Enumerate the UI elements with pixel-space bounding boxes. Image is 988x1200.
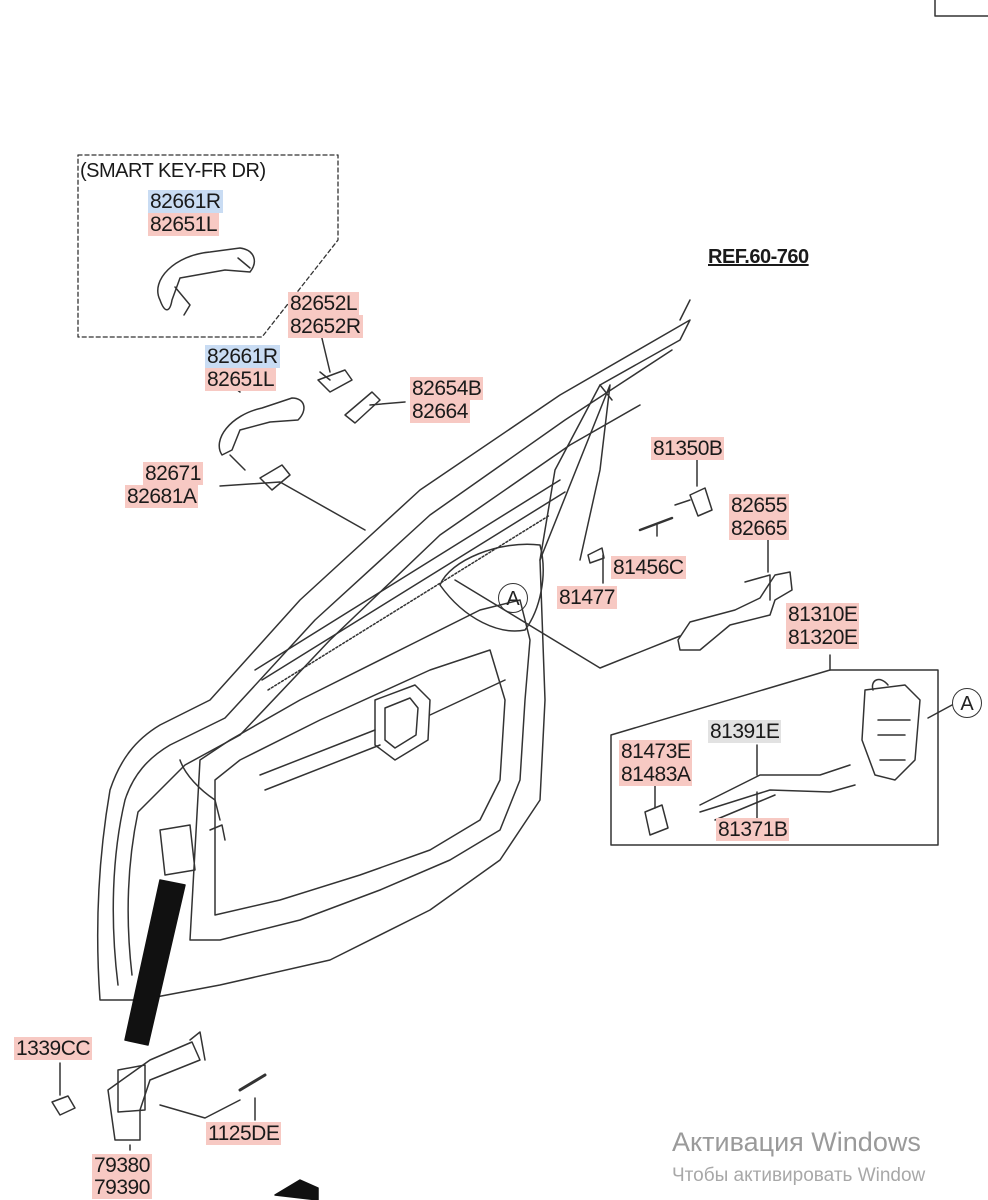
part-82655: 82655: [729, 494, 789, 517]
smart-key-box-title: (SMART KEY-FR DR): [80, 160, 266, 182]
detail-box-outline: [610, 669, 939, 846]
detail-marker-box: A: [952, 688, 982, 718]
door-handle: [218, 397, 305, 456]
part-82661R: 82661R: [205, 345, 280, 368]
activation-watermark-title: Активация Windows: [672, 1127, 921, 1157]
part-82661R-smart: 82661R: [148, 190, 223, 213]
outside-handle: [677, 571, 793, 651]
part-82652R: 82652R: [288, 315, 363, 338]
part-1339CC: 1339CC: [14, 1037, 93, 1060]
part-81477: 81477: [557, 586, 617, 609]
part-1125DE: 1125DE: [206, 1122, 282, 1145]
part-82651L: 82651L: [205, 368, 277, 391]
part-81310E: 81310E: [786, 603, 860, 626]
door-frame: [96, 319, 691, 1001]
part-79380: 79380: [92, 1154, 152, 1177]
smart-key-box-outline: [77, 154, 339, 338]
part-81473E: 81473E: [619, 740, 693, 763]
part-79390: 79390: [92, 1176, 152, 1199]
part-81350B: 81350B: [651, 437, 725, 460]
part-82671: 82671: [143, 462, 203, 485]
door-latch: [861, 684, 921, 781]
part-82664: 82664: [410, 400, 470, 423]
activation-watermark-subtitle: Чтобы активировать Window: [672, 1165, 926, 1186]
door-checker: [107, 1041, 201, 1141]
part-82652L: 82652L: [288, 292, 360, 315]
smart-key-handle: [157, 247, 256, 311]
part-81320E: 81320E: [786, 626, 860, 649]
part-82681A: 82681A: [125, 485, 199, 508]
part-81371B: 81371B: [716, 818, 790, 841]
direction-arrow: [274, 1179, 319, 1200]
check-strap: [124, 879, 186, 1046]
part-81456C: 81456C: [611, 556, 686, 579]
part-81391E: 81391E: [708, 720, 782, 743]
part-82665: 82665: [729, 517, 789, 540]
part-82654B: 82654B: [410, 377, 484, 400]
part-82651L-smart: 82651L: [148, 213, 220, 236]
ref-label: REF.60-760: [708, 246, 809, 268]
detail-marker-door: A: [498, 583, 528, 613]
part-81483A: 81483A: [619, 763, 693, 786]
